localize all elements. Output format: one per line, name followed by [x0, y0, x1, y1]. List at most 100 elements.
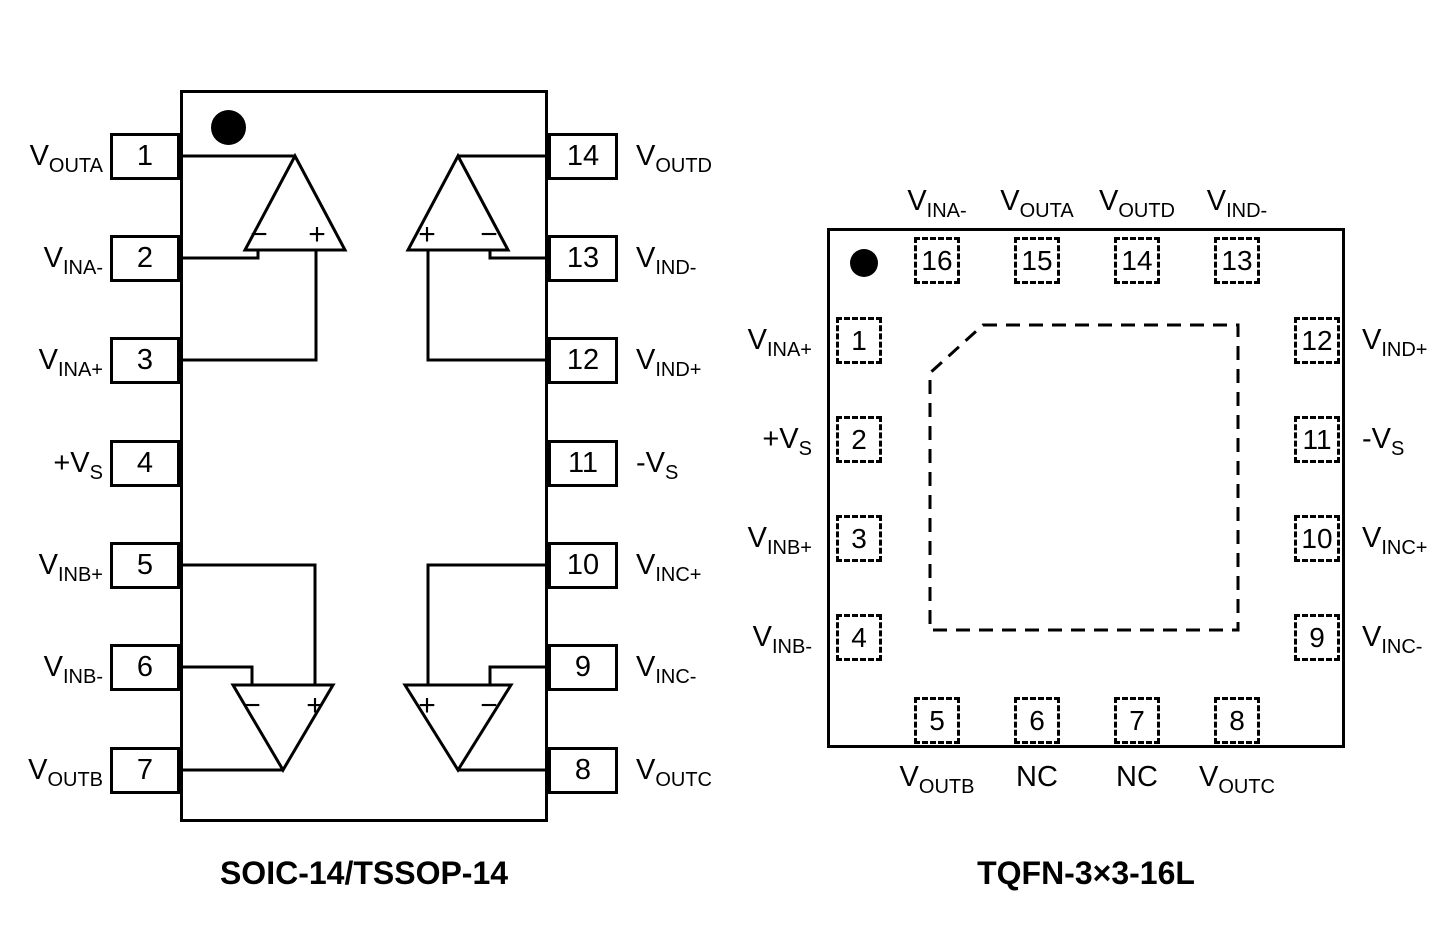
label-main: V — [747, 324, 767, 356]
label-main: V — [636, 242, 656, 274]
opamp-d-triangle-icon — [405, 152, 511, 252]
soic-pin1-indicator-dot — [211, 110, 246, 145]
label-sub: INA- — [926, 199, 967, 222]
tqfn-pin-5: 5 — [914, 697, 960, 744]
tqfn-pin-5-label: VOUTB — [862, 760, 1012, 797]
label-sub: IND- — [655, 256, 697, 279]
wire-vinc-plus — [426, 563, 548, 685]
label-sub: INC+ — [1381, 536, 1428, 559]
opamp-a-plus-sign: + — [308, 218, 326, 251]
tqfn-pin-1-label: VINA+ — [640, 323, 812, 360]
tqfn-pin-16-label: VINA- — [862, 184, 1012, 221]
label-sub: OUTB — [47, 768, 103, 791]
label-sub: INB- — [63, 665, 103, 688]
label-main: V — [636, 140, 656, 172]
soic-pin-11-label: -VS — [636, 446, 678, 483]
soic-pin-12: 12 — [548, 337, 618, 384]
soic-pin-10-label: VINC+ — [636, 548, 701, 585]
tqfn-pin-13-label: VIND- — [1162, 184, 1312, 221]
label-main: V — [43, 242, 63, 274]
label-sub: OUTC — [1218, 775, 1275, 798]
soic-pin-9: 9 — [548, 644, 618, 691]
soic-pin-14-label: VOUTD — [636, 139, 712, 176]
soic-wires — [180, 154, 548, 772]
label-sub: OUTA — [48, 154, 103, 177]
tqfn-pin-14: 14 — [1114, 237, 1160, 284]
opamp-b-plus-sign: + — [306, 689, 324, 722]
tqfn-pin-11-label: -VS — [1362, 422, 1404, 459]
opamp-c-triangle-icon — [402, 683, 514, 773]
tqfn-pin-1: 1 — [836, 317, 882, 364]
tqfn-pin-13: 13 — [1214, 237, 1260, 284]
label-sub: S — [89, 461, 103, 484]
opamp-d-minus-sign: − — [480, 218, 498, 251]
soic-pin-5-label: VINB+ — [0, 548, 103, 585]
tqfn-exposed-pad-outline — [928, 323, 1240, 632]
label-main: +V — [53, 447, 90, 479]
soic-pin-13: 13 — [548, 235, 618, 282]
label-main: V — [43, 651, 63, 683]
label-main: V — [636, 549, 656, 581]
label-sub: OUTD — [1118, 199, 1175, 222]
label-sub: S — [665, 461, 679, 484]
soic-pin-4: 4 — [110, 440, 180, 487]
soic-pin-7: 7 — [110, 747, 180, 794]
label-main: V — [38, 549, 58, 581]
label-main: V — [636, 754, 656, 786]
label-sub: OUTD — [655, 154, 713, 177]
tqfn-pin-2: 2 — [836, 416, 882, 463]
label-sub: OUTC — [655, 768, 713, 791]
tqfn-pin-14-label: VOUTD — [1062, 184, 1212, 221]
tqfn-pin-9-label: VINC- — [1362, 620, 1422, 657]
label-sub: S — [798, 437, 812, 460]
label-main: V — [899, 761, 919, 793]
soic-pin-8: 8 — [548, 747, 618, 794]
tqfn-pin-4-label: VINB- — [640, 620, 812, 657]
label-sub: OUTA — [1019, 199, 1074, 222]
opamp-a-triangle-icon — [242, 152, 348, 252]
wire-vinb-minus — [180, 665, 254, 685]
soic-pin-13-label: VIND- — [636, 241, 696, 278]
soic-pin-6-label: VINB- — [0, 650, 103, 687]
label-main: V — [636, 344, 656, 376]
label-sub: IND+ — [1381, 338, 1428, 361]
tqfn-pin-7: 7 — [1114, 697, 1160, 744]
tqfn-pin-11: 11 — [1294, 416, 1340, 463]
soic-pin-5: 5 — [110, 542, 180, 589]
tqfn-pin-8-label: VOUTC — [1162, 760, 1312, 797]
label-main: V — [1362, 522, 1382, 554]
label-main: -V — [636, 447, 665, 479]
label-sub: INA- — [63, 256, 103, 279]
tqfn-pin-15-label: VOUTA — [962, 184, 1112, 221]
soic-pin-4-label: +VS — [0, 446, 103, 483]
soic-pin-3-label: VINA+ — [0, 343, 103, 380]
opamp-b-minus-sign: − — [243, 689, 261, 722]
tqfn-pin1-indicator-dot — [850, 249, 878, 277]
label-main: V — [1362, 621, 1382, 653]
tqfn-package-outline — [827, 228, 1345, 748]
soic-pin-7-label: VOUTB — [0, 753, 103, 790]
soic-pin-3: 3 — [110, 337, 180, 384]
tqfn-pin-9: 9 — [1294, 614, 1340, 661]
label-sub: INB- — [772, 635, 812, 658]
tqfn-caption: TQFN-3×3-16L — [977, 855, 1195, 891]
soic-pin-8-label: VOUTC — [636, 753, 712, 790]
label-main: V — [752, 621, 772, 653]
label-sub: IND- — [1226, 199, 1268, 222]
soic-pin-9-label: VINC- — [636, 650, 696, 687]
soic-pin-11: 11 — [548, 440, 618, 487]
label-sub: INA+ — [766, 338, 812, 361]
tqfn-pin-6: 6 — [1014, 697, 1060, 744]
tqfn-pin-2-label: +VS — [640, 422, 812, 459]
tqfn-pin-16: 16 — [914, 237, 960, 284]
opamp-c-minus-sign: − — [480, 689, 498, 722]
label-main: V — [1098, 185, 1119, 217]
wire-vind-plus — [426, 250, 548, 362]
label-sub: INB+ — [766, 536, 812, 559]
label-sub: INC+ — [655, 563, 702, 586]
label-sub: S — [1391, 437, 1405, 460]
label-main: V — [1362, 324, 1382, 356]
tqfn-pin-3: 3 — [836, 515, 882, 562]
